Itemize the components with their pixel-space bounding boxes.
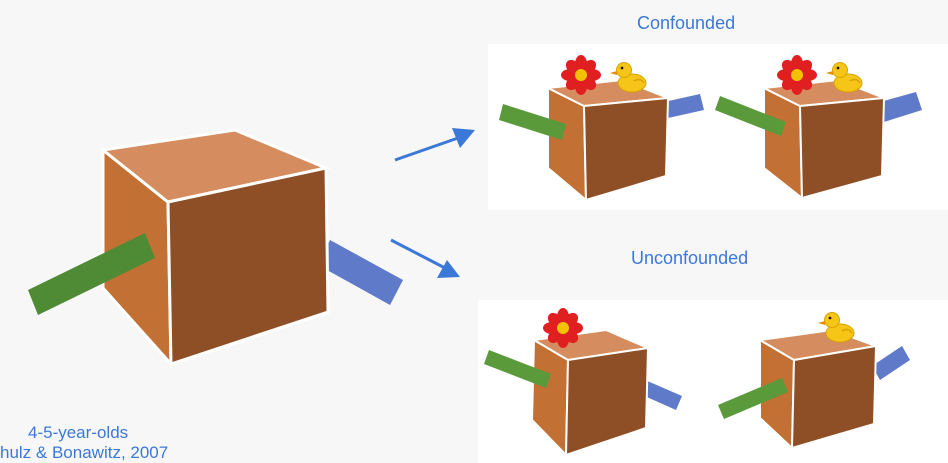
main-box-front-face xyxy=(166,166,330,367)
age-caption: 4-5-year-olds xyxy=(28,423,129,442)
arrow-to-confounded xyxy=(394,128,475,162)
unconfounded-label: Unconfounded xyxy=(631,248,749,268)
main-box-blue-stick xyxy=(318,240,403,305)
arrow-to-unconfounded xyxy=(390,238,460,278)
confounded-box-right xyxy=(715,55,922,201)
main-box-green-stick xyxy=(28,233,155,315)
confounded-label: Confounded xyxy=(637,13,736,33)
unconfounded-box-left xyxy=(484,308,682,458)
unconfounded-box-right xyxy=(718,311,910,451)
main-box xyxy=(28,128,403,369)
confounded-box-left xyxy=(499,55,704,203)
citation-caption: hulz & Bonawitz, 2007 xyxy=(0,443,169,462)
